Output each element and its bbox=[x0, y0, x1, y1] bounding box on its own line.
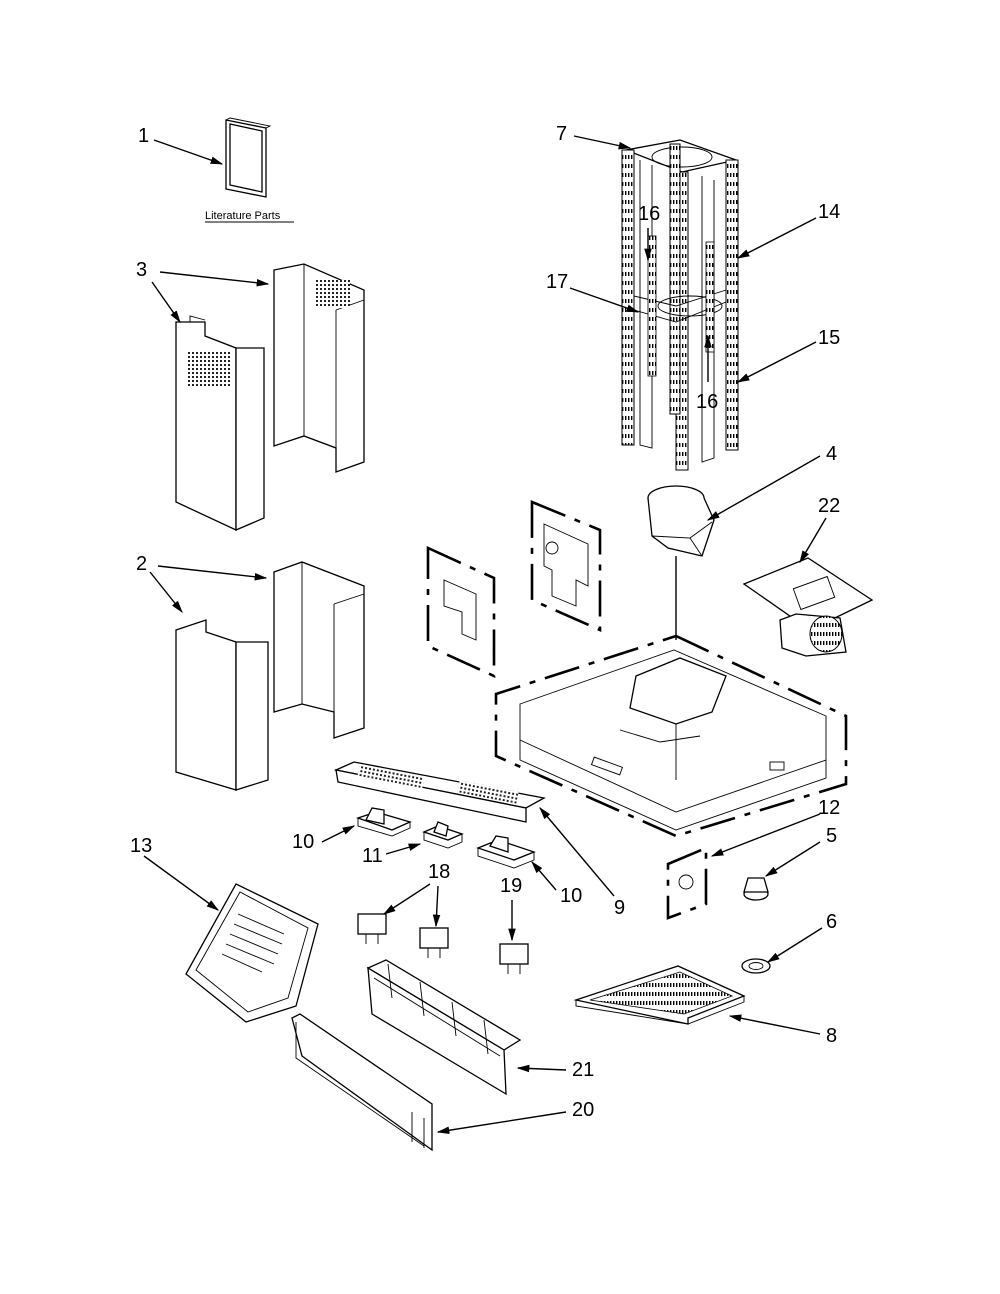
callout-20: 20 bbox=[572, 1099, 594, 1121]
callout-17: 17 bbox=[546, 271, 568, 293]
callout-3: 3 bbox=[136, 259, 147, 281]
callout-1: 1 bbox=[138, 125, 149, 147]
callout-2: 2 bbox=[136, 553, 147, 575]
blower-assembly bbox=[742, 557, 874, 657]
switch-cap-middle bbox=[422, 821, 464, 849]
callout-14: 14 bbox=[818, 201, 840, 223]
halogen-bulb bbox=[743, 877, 769, 901]
control-housing bbox=[366, 959, 522, 1096]
callout-4: 4 bbox=[826, 443, 837, 465]
switch-cap-right bbox=[476, 835, 536, 869]
callout-15: 15 bbox=[818, 327, 840, 349]
mounting-bracket bbox=[291, 1013, 433, 1152]
callout-6: 6 bbox=[826, 911, 837, 933]
callout-21: 21 bbox=[572, 1059, 594, 1081]
literature-booklet bbox=[225, 117, 272, 198]
chimney-support-frame bbox=[621, 139, 739, 471]
callout-12: 12 bbox=[818, 797, 840, 819]
callout-19: 19 bbox=[500, 875, 522, 897]
installation-instructions bbox=[185, 883, 319, 1023]
transition-duct bbox=[647, 485, 715, 557]
callout-16-bottom: 16 bbox=[696, 391, 718, 413]
switch-18b bbox=[419, 927, 449, 958]
callout-9: 9 bbox=[614, 897, 625, 919]
callout-16-top: 16 bbox=[638, 203, 660, 225]
callout-13: 13 bbox=[130, 835, 152, 857]
callout-10-right: 10 bbox=[560, 885, 582, 907]
hood-canopy bbox=[494, 634, 848, 838]
control-bracket-left bbox=[426, 545, 496, 679]
switch-cap-left bbox=[355, 807, 412, 837]
switch-18a bbox=[357, 913, 387, 944]
callout-8: 8 bbox=[826, 1025, 837, 1047]
callout-5: 5 bbox=[826, 825, 837, 847]
literature-parts-caption: Literature Parts bbox=[205, 210, 281, 222]
chimney-cover-rear-vented bbox=[273, 263, 365, 473]
chimney-cover-front-vented bbox=[175, 315, 265, 532]
control-knob-plate bbox=[666, 846, 708, 920]
callout-11: 11 bbox=[362, 845, 383, 867]
callout-18: 18 bbox=[428, 861, 450, 883]
callout-22: 22 bbox=[818, 495, 840, 517]
chimney-cover-rear-plain bbox=[273, 561, 365, 739]
control-bracket-right bbox=[530, 500, 602, 632]
callout-7: 7 bbox=[556, 123, 567, 145]
chimney-cover-front-plain bbox=[175, 619, 269, 791]
lamp-ring bbox=[741, 958, 771, 974]
callout-numbers: 1 2 3 4 5 6 7 8 9 10 10 11 12 13 14 15 1… bbox=[130, 123, 840, 1121]
callout-10-left: 10 bbox=[292, 831, 314, 853]
grease-filter bbox=[573, 965, 746, 1025]
switch-19 bbox=[499, 943, 529, 974]
leader-lines bbox=[143, 135, 827, 1134]
control-panel bbox=[333, 761, 546, 823]
